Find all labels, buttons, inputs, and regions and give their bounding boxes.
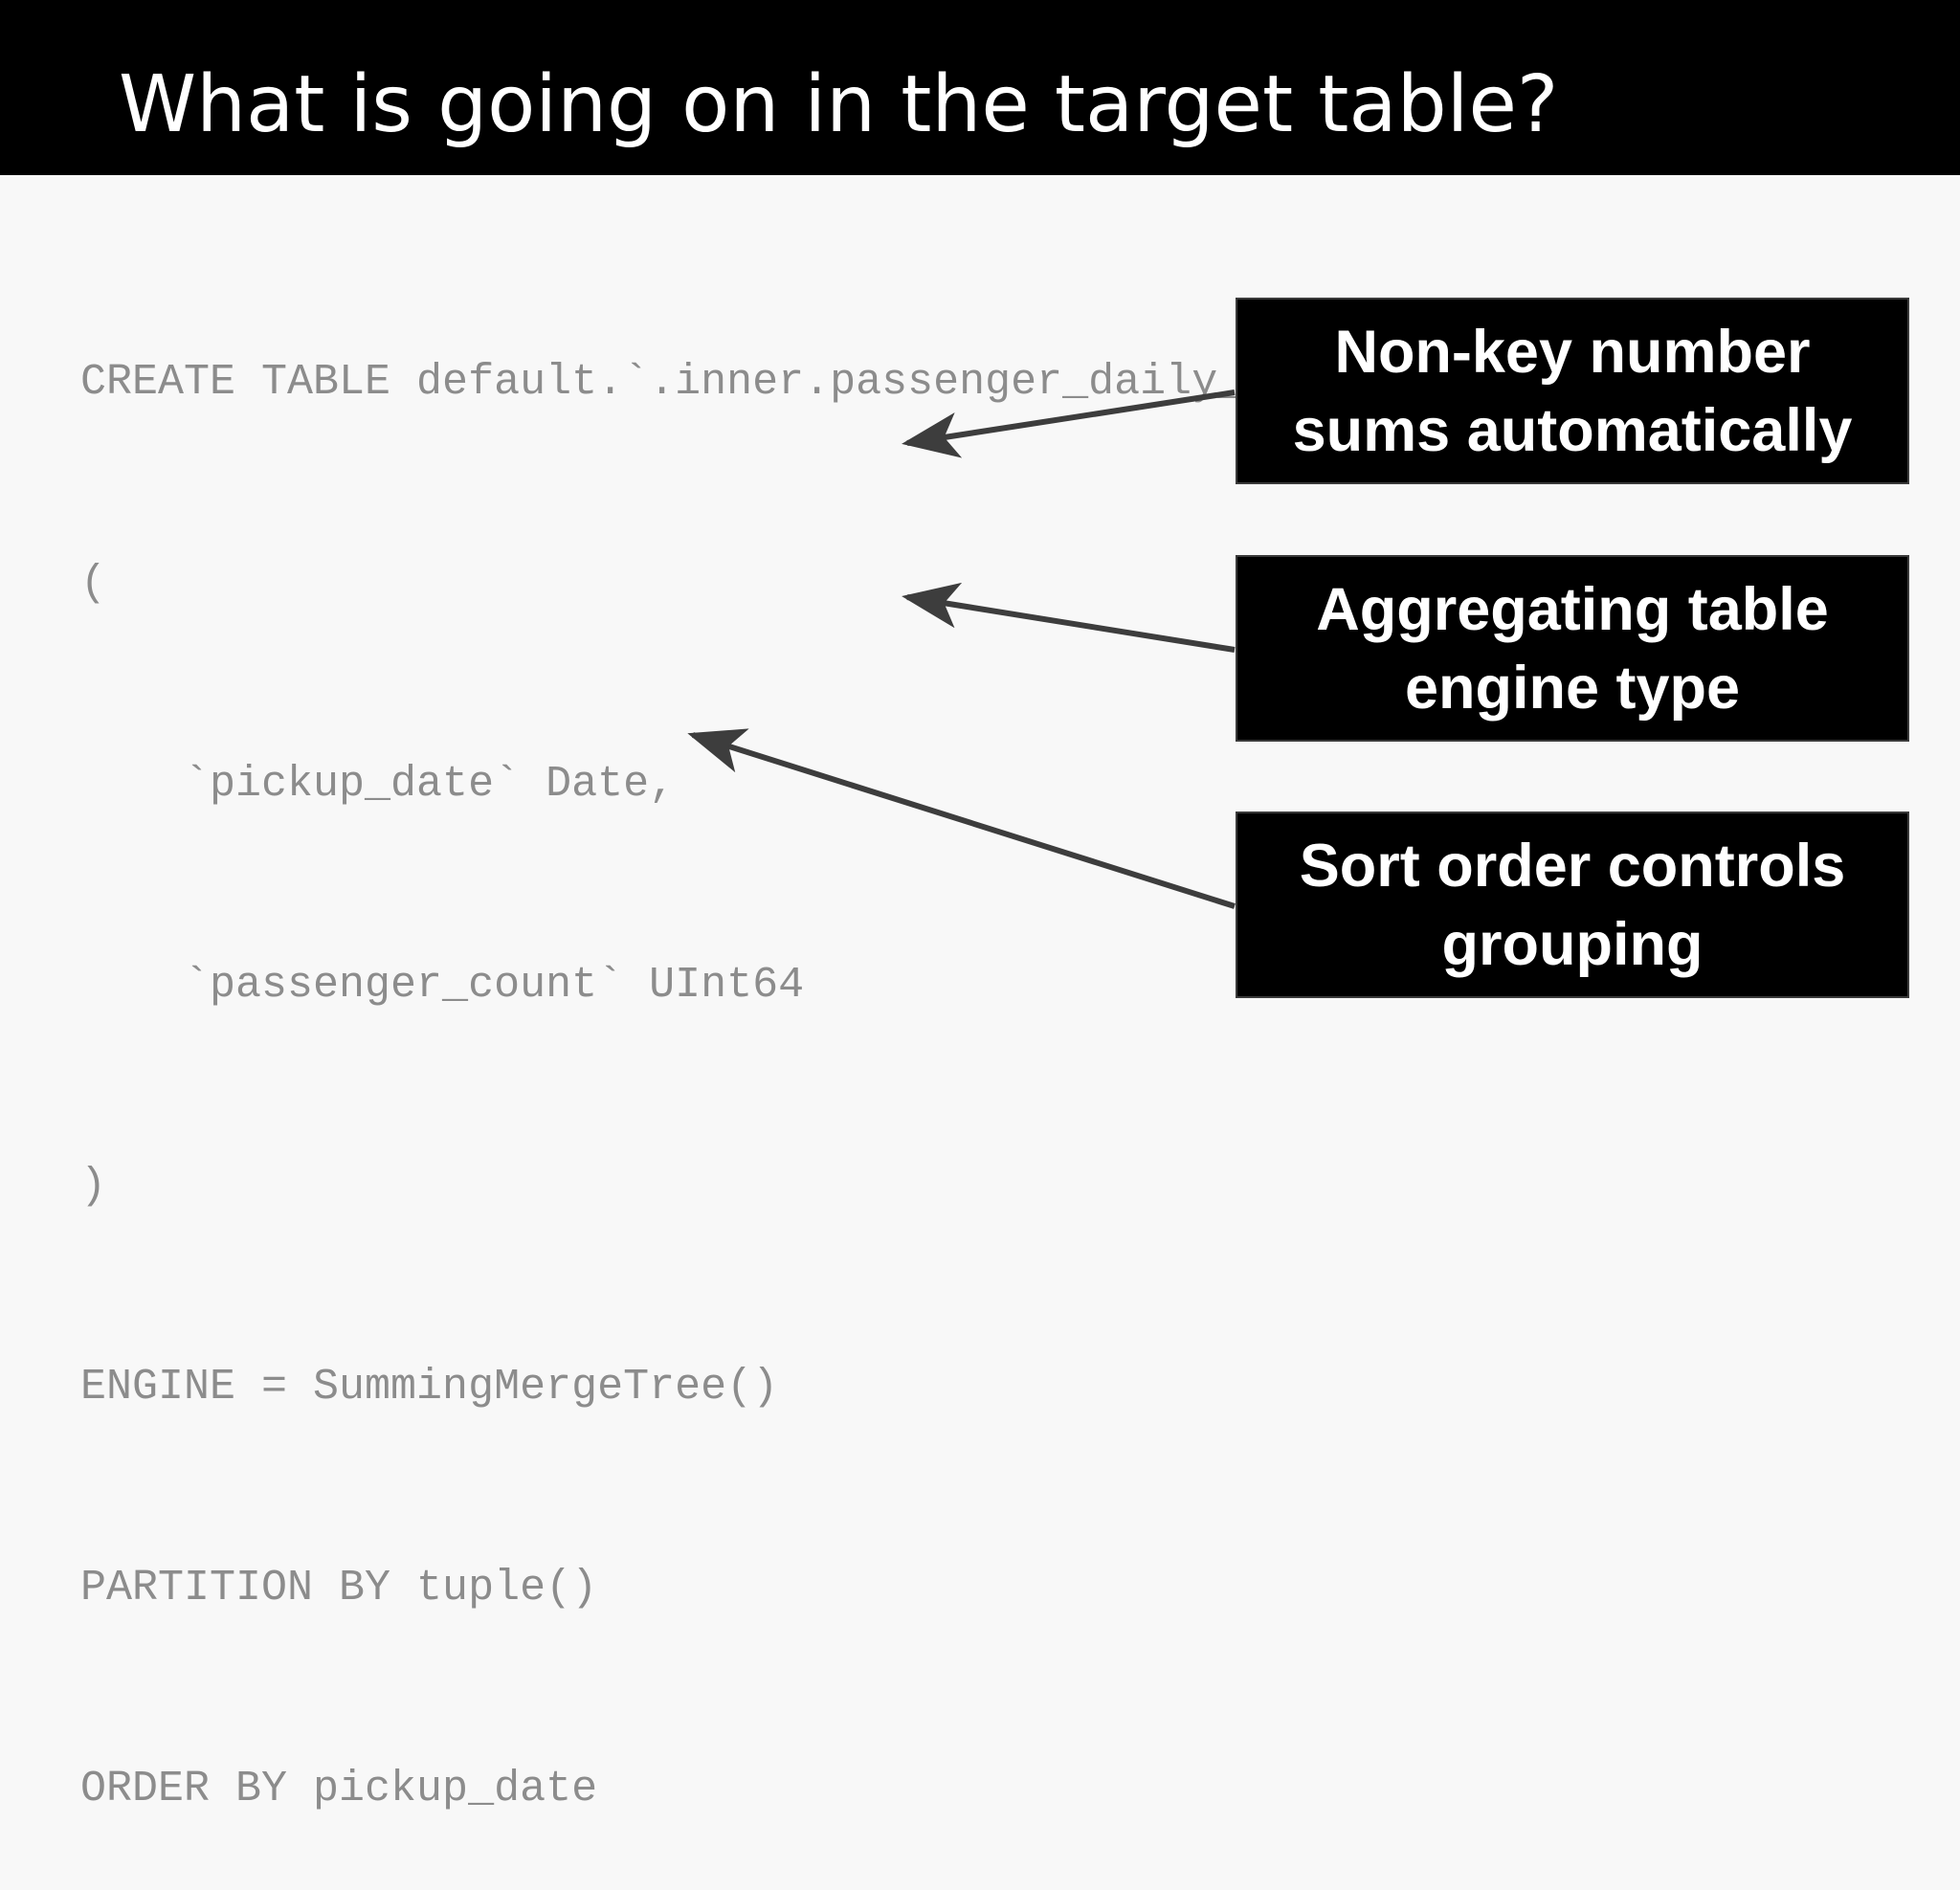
callout-aggregating-engine: Aggregating table engine type bbox=[1236, 555, 1909, 742]
title-bar: What is going on in the target table? bbox=[0, 0, 1960, 175]
callout-1-line-2: sums automatically bbox=[1292, 396, 1853, 464]
code-line-open-paren: ( bbox=[80, 559, 107, 608]
callout-sort-order: Sort order controls grouping bbox=[1236, 812, 1909, 998]
code-line-pickup-date: `pickup_date` Date, bbox=[80, 760, 676, 809]
callout-2-line-2: engine type bbox=[1404, 654, 1741, 722]
callout-2-line-1: Aggregating table bbox=[1316, 575, 1829, 643]
code-line-close-paren: ) bbox=[80, 1162, 107, 1211]
code-line-create-table: CREATE TABLE default.`.inner.passenger_d… bbox=[80, 358, 1322, 407]
callout-1-line-1: Non-key number bbox=[1334, 318, 1811, 386]
callout-3-line-2: grouping bbox=[1441, 910, 1704, 978]
code-line-order-by: ORDER BY pickup_date bbox=[80, 1765, 598, 1813]
callout-3-line-1: Sort order controls bbox=[1299, 832, 1846, 900]
code-block: CREATE TABLE default.`.inner.passenger_d… bbox=[80, 215, 1321, 1890]
callout-non-key-number: Non-key number sums automatically bbox=[1236, 298, 1909, 484]
code-line-passenger-count: `passenger_count` UInt64 bbox=[80, 961, 805, 1010]
code-line-partition-by: PARTITION BY tuple() bbox=[80, 1564, 598, 1612]
code-line-engine: ENGINE = SummingMergeTree() bbox=[80, 1363, 779, 1412]
slide-title: What is going on in the target table? bbox=[119, 59, 1559, 150]
